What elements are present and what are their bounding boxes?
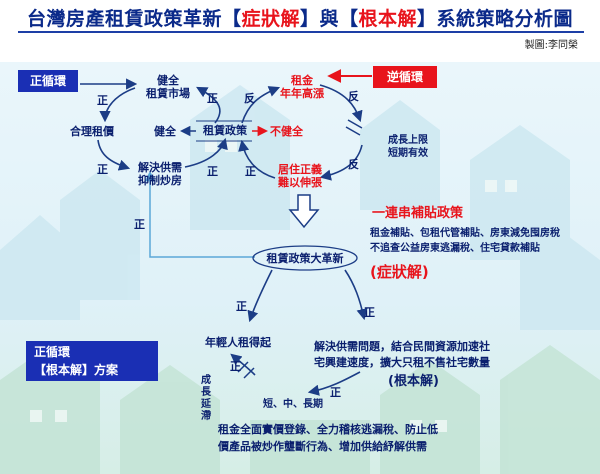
- arrow-reform-to-solve: [344, 269, 368, 321]
- arrow-rent-to-limit: [319, 84, 363, 123]
- reform-label: 租賃政策大革新: [266, 252, 344, 265]
- node-rent-rising: 租金 年年高漲: [280, 74, 324, 100]
- subsidy-line-1: 租金補貼、包租代管補貼、房東減免囤房稅: [370, 228, 560, 239]
- label-reverse-1: 反: [244, 92, 255, 105]
- node-reasonable-rent: 合理租價: [70, 125, 114, 138]
- big-down-arrow: [288, 194, 320, 229]
- node-rental-policy: 租賃政策: [203, 124, 247, 137]
- arrow-solve-to-term: [307, 371, 361, 396]
- bottom-text-line-1: 租金全面實價登錄、全力稽核逃漏稅、防止低: [218, 423, 438, 436]
- label-positive-2: 正: [207, 92, 218, 105]
- delay-marks-top: [345, 119, 363, 136]
- root-solution-box: 正循環 【根本解】方案: [26, 341, 158, 381]
- delay-label: 成 長 延 滯: [201, 375, 211, 422]
- delay-marks-bottom: [237, 361, 255, 379]
- label-reverse-2: 反: [348, 90, 359, 103]
- node-growth-limit: 成長上限 短期有效: [388, 135, 428, 159]
- label-positive-4: 正: [207, 165, 218, 178]
- arrow-reform-to-young: [247, 269, 273, 323]
- reverse-loop-box: 逆循環: [373, 66, 437, 88]
- page-title: 台灣房產租賃政策革新【症狀解】與【根本解】系統策略分析圖: [0, 4, 600, 31]
- positive-loop-box: 正循環: [18, 70, 78, 92]
- credit-text: 製圖:李同榮: [524, 40, 578, 51]
- node-healthy: 健全: [154, 125, 176, 138]
- arrow-term-to-young: [230, 353, 256, 376]
- subsidy-line-2: 不追查公益房東逃漏稅、住宅貸款補貼: [370, 243, 540, 254]
- subsidy-title: 一連串補貼政策: [372, 206, 464, 221]
- label-positive-3: 正: [97, 163, 108, 176]
- root-box-line-1: 正循環: [34, 345, 71, 359]
- solve-text-line-2: 宅興建速度，擴大只租不售社宅數量: [314, 356, 490, 369]
- node-unhealthy: 不健全: [270, 125, 303, 138]
- reverse-loop-label: 逆循環: [386, 70, 423, 84]
- root-label: (根本解): [388, 374, 439, 389]
- title-divider: [18, 31, 584, 33]
- bottom-text-line-2: 價產品被炒作壟斷行為、增加供給紓解供需: [218, 440, 427, 453]
- label-positive-8: 正: [364, 306, 375, 319]
- reform-ellipse: [252, 245, 358, 271]
- solve-text-line-1: 解決供需問題，結合民間資源加速社: [314, 340, 490, 353]
- title-symptom: 症狀解: [241, 8, 300, 30]
- arrow-reasonable-to-solve: [97, 139, 131, 171]
- root-box-line-2: 【根本解】方案: [34, 363, 119, 377]
- label-positive-1: 正: [97, 94, 108, 107]
- label-positive-9: 正: [230, 360, 241, 373]
- node-housing-justice: 居住正義 難以伸張: [278, 163, 322, 189]
- title-part-1: 台灣房產租賃政策革新【: [26, 8, 242, 30]
- arrow-policy-to-rent: [241, 86, 281, 124]
- arrow-solve-to-policy: [184, 137, 228, 168]
- arrow-reform-to-positive: [144, 170, 255, 258]
- label-positive-7: 正: [236, 300, 247, 313]
- label-positive-5: 正: [245, 165, 256, 178]
- node-solve-supply: 解決供需 抑制炒房: [138, 161, 182, 187]
- arrow-policy-to-market: [196, 86, 221, 124]
- arrow-justice-to-policy: [238, 139, 276, 179]
- term-label: 短、中、長期: [263, 399, 323, 410]
- symptom-label: (症狀解): [370, 263, 429, 281]
- title-part-2: 】與【: [299, 8, 359, 30]
- title-part-3: 】系統策略分析圖: [417, 8, 574, 30]
- label-positive-10: 正: [330, 386, 341, 399]
- node-young-afford: 年輕人租得起: [205, 336, 271, 349]
- arrow-market-to-reasonable: [99, 87, 136, 123]
- label-reverse-3: 反: [348, 158, 359, 171]
- label-positive-6: 正: [134, 218, 145, 231]
- title-root: 根本解: [358, 8, 418, 30]
- positive-loop-label: 正循環: [29, 74, 66, 88]
- node-healthy-market: 健全 租賃市場: [146, 74, 190, 100]
- arrow-limit-to-justice: [319, 144, 363, 181]
